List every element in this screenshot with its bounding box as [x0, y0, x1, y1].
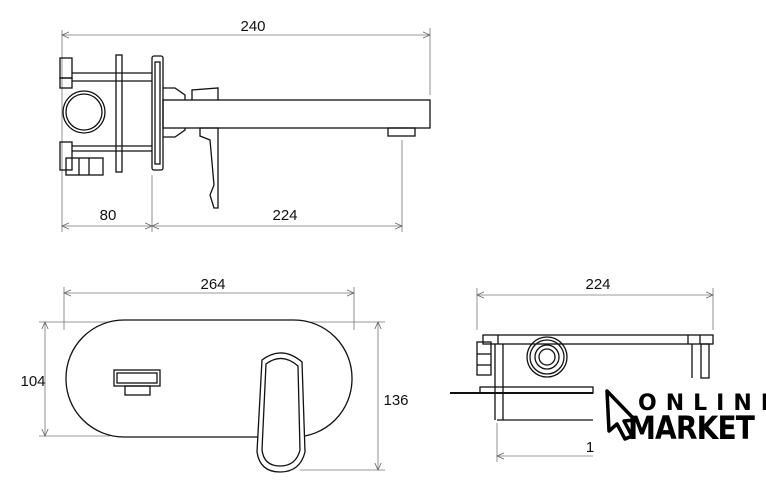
online-market-logo: ONLINE MARKET: [598, 385, 766, 447]
dimension-lines-top: [477, 288, 713, 462]
dimension-lines-front: [39, 287, 385, 470]
dim-224-side: 224: [272, 207, 297, 224]
front-view: 264 104 136: [20, 276, 409, 473]
dim-partial: 1: [586, 439, 594, 456]
cursor-arrow-icon: [605, 389, 637, 441]
dim-224-top: 224: [585, 276, 610, 293]
dim-104: 104: [20, 373, 45, 390]
logo-line2: MARKET: [628, 409, 755, 447]
dim-80: 80: [100, 207, 117, 224]
dim-136: 136: [383, 392, 408, 409]
side-view: 240 80 224: [59, 18, 430, 232]
dim-264: 264: [200, 276, 225, 293]
dimension-lines-side: [62, 28, 430, 232]
dim-240: 240: [240, 18, 265, 35]
top-view: 224 1: [450, 276, 713, 462]
logo-line1: ONLINE: [638, 391, 766, 416]
